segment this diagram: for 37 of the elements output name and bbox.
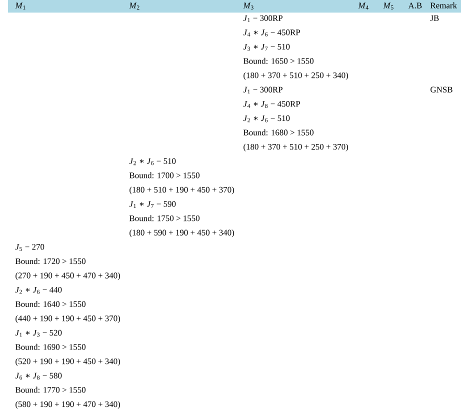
column-header: M$_{2}$ [129, 2, 140, 10]
table-cell: J$_{1}$ ∗ J$_{3}$ − 520 [15, 330, 62, 337]
table-cell: J$_{2}$ ∗ J$_{6}$ − 510 [243, 115, 290, 122]
table-cell: Bound: 1640 > 1550 [15, 301, 86, 307]
table-cell: J$_{4}$ ∗ J$_{6}$ − 450RP [243, 30, 300, 36]
table-cell: Bound: 1690 > 1550 [15, 344, 86, 350]
table-cell: J$_{1}$ − 300RP [243, 86, 282, 94]
table-cell: (440 + 190 + 190 + 450 + 370) [16, 315, 120, 323]
column-header: M$_{4}$ [358, 2, 369, 10]
column-header: A.B [408, 2, 422, 8]
table-cell: GNSB [430, 86, 452, 92]
table-cell: J$_{1}$ − 300RP [243, 15, 282, 22]
column-header: Remark [430, 2, 458, 8]
table-cell: J$_{5}$ − 270 [15, 244, 44, 251]
column-header: M$_{1}$ [15, 2, 26, 10]
table-cell: JB [430, 15, 439, 21]
table-cell: Bound: 1750 > 1550 [129, 215, 200, 222]
table-cell: J$_{4}$ ∗ J$_{8}$ − 450RP [243, 101, 300, 108]
column-header: M$_{5}$ [383, 2, 394, 10]
table-cell: (180 + 590 + 190 + 450 + 340) [130, 230, 234, 238]
table-cell: (580 + 190 + 190 + 470 + 340) [16, 401, 120, 409]
table-cell: Bound: 1650 > 1550 [243, 58, 314, 64]
table-cell: (180 + 370 + 510 + 250 + 370) [244, 144, 348, 152]
table-cell: Bound: 1770 > 1550 [15, 386, 86, 393]
table-cell: J$_{6}$ ∗ J$_{8}$ − 580 [15, 372, 62, 380]
table-cell: Bound: 1680 > 1550 [243, 129, 314, 136]
table-cell: (520 + 190 + 190 + 450 + 340) [16, 358, 120, 366]
table-cell: Bound: 1700 > 1550 [129, 172, 200, 178]
table-cell: J$_{2}$ ∗ J$_{6}$ − 440 [15, 286, 62, 294]
table-cell: J$_{1}$ ∗ J$_{7}$ − 590 [129, 201, 176, 208]
table-cell: (270 + 190 + 450 + 470 + 340) [16, 272, 120, 280]
table-cell: (180 + 510 + 190 + 450 + 370) [130, 186, 234, 194]
column-header: M$_{3}$ [243, 2, 254, 10]
table-cell: Bound: 1720 > 1550 [15, 258, 86, 264]
table-cell: (180 + 370 + 510 + 250 + 340) [244, 72, 348, 80]
table-cell: J$_{3}$ ∗ J$_{7}$ − 510 [243, 44, 290, 51]
table-cell: J$_{2}$ ∗ J$_{6}$ − 510 [129, 158, 176, 166]
